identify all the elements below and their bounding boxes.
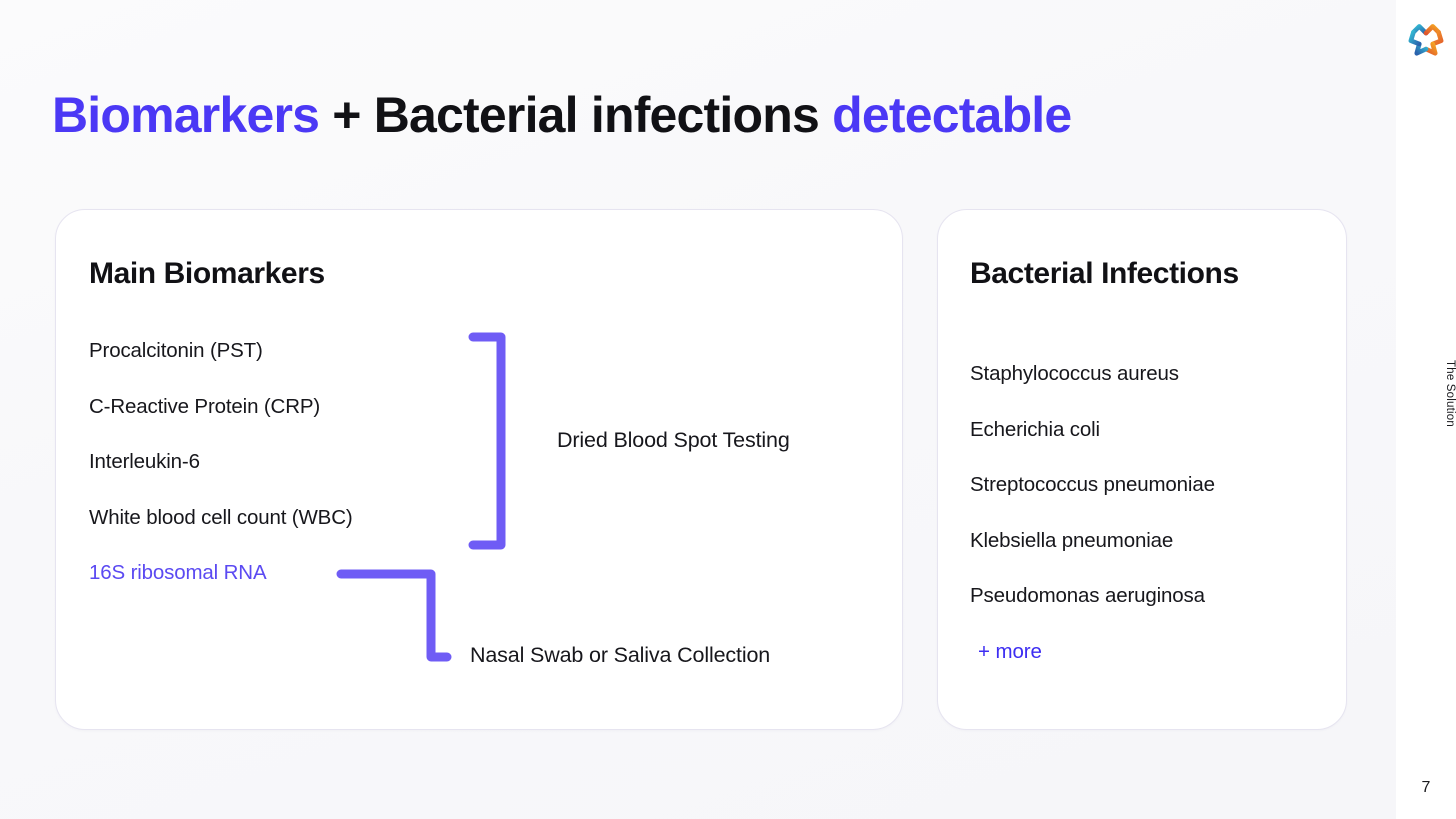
card-title-main-biomarkers: Main Biomarkers (89, 257, 325, 290)
card-main-biomarkers: Main Biomarkers Procalcitonin (PST) C-Re… (55, 209, 903, 730)
right-rail: The Solution 7 (1396, 0, 1456, 819)
list-item: Streptococcus pneumoniae (970, 473, 1215, 496)
list-item: Interleukin-6 (89, 450, 200, 473)
annotation-nasal-swab-or-saliva-collection: Nasal Swab or Saliva Collection (470, 643, 771, 667)
more-link[interactable]: + more (978, 640, 1042, 663)
page-title-part-3: detectable (832, 87, 1072, 143)
page-title-part-2: + Bacterial infections (319, 87, 833, 143)
page-title-part-1: Biomarkers (52, 87, 320, 143)
list-item: Staphylococcus aureus (970, 362, 1179, 385)
page-number: 7 (1421, 779, 1431, 796)
list-item: Procalcitonin (PST) (89, 339, 263, 362)
page-title: Biomarkers + Bacterial infections detect… (52, 87, 1072, 143)
list-item: C-Reactive Protein (CRP) (89, 394, 321, 418)
annotation-dried-blood-spot-testing: Dried Blood Spot Testing (557, 428, 790, 452)
card-bacterial-infections: Bacterial Infections Staphylococcus aure… (937, 209, 1347, 730)
list-item: Echerichia coli (970, 417, 1100, 441)
star-logo (1408, 24, 1444, 56)
infection-list: Staphylococcus aureus Echerichia coli St… (970, 360, 1215, 638)
slide-canvas: Biomarkers + Bacterial infections detect… (0, 0, 1396, 819)
card-title-bacterial-infections: Bacterial Infections (970, 257, 1239, 290)
biomarker-list: Procalcitonin (PST) C-Reactive Protein (… (89, 337, 353, 615)
list-item: White blood cell count (WBC) (89, 505, 353, 529)
section-label: The Solution (1444, 360, 1456, 427)
list-item: Pseudomonas aeruginosa (970, 584, 1205, 607)
list-item-highlighted: 16S ribosomal RNA (89, 561, 267, 584)
list-item: Klebsiella pneumoniae (970, 528, 1174, 552)
